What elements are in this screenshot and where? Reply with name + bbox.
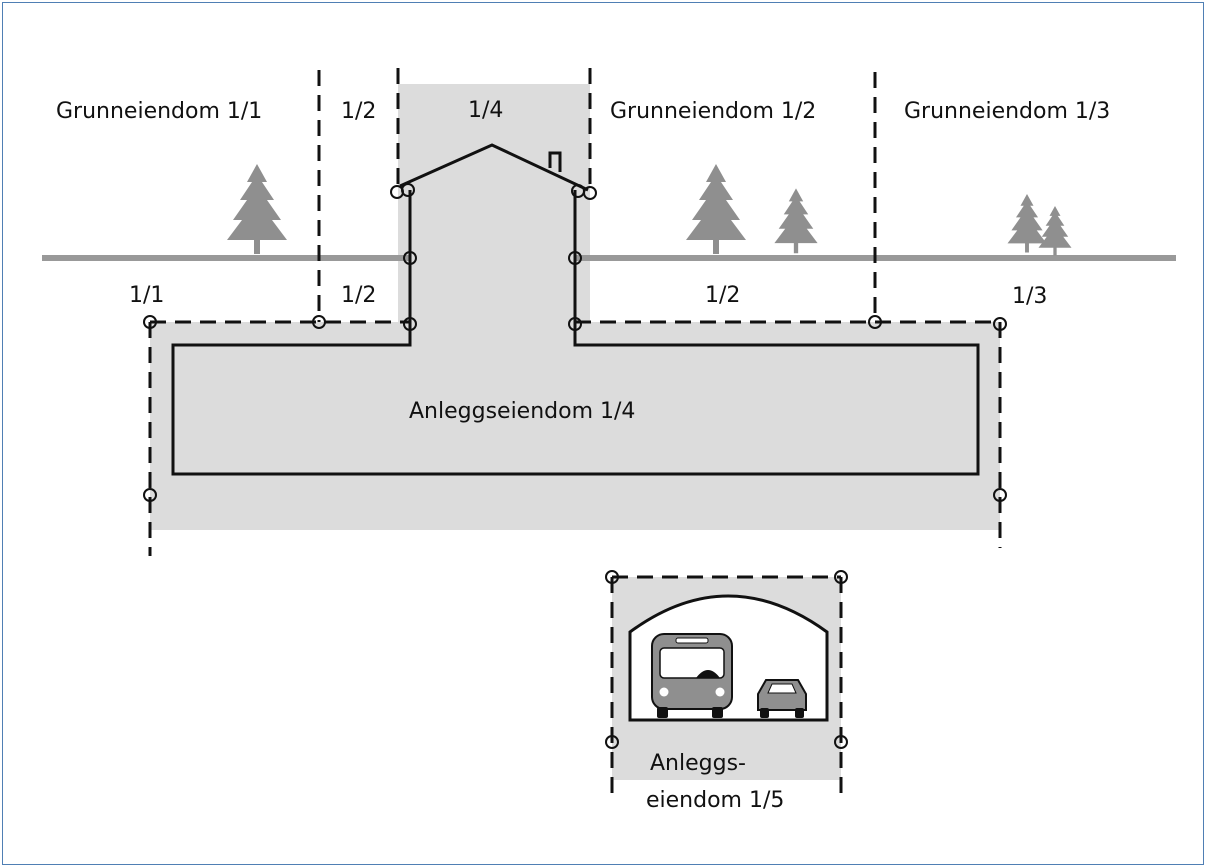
bus-icon	[651, 633, 733, 718]
boundary-markers	[143, 183, 1007, 749]
label-anleggseiendom-1-4: Anleggseiendom 1/4	[409, 399, 635, 424]
marker	[583, 186, 597, 200]
marker	[834, 570, 848, 584]
marker	[403, 251, 417, 265]
marker	[568, 317, 582, 331]
anleggseiendom-1-4-shade	[150, 322, 1000, 530]
marker	[993, 488, 1007, 502]
tree-icon	[774, 188, 818, 254]
marker	[605, 735, 619, 749]
marker	[868, 315, 882, 329]
label-ground-1-2-left: 1/2	[341, 283, 376, 308]
dashed-boundaries	[148, 68, 1002, 795]
label-grunneiendom-1-1: Grunneiendom 1/1	[56, 99, 262, 124]
marker	[993, 317, 1007, 331]
trees	[227, 164, 1072, 256]
label-ground-1-3: 1/3	[1012, 284, 1047, 309]
column-1-4-shade	[398, 84, 590, 326]
marker	[143, 315, 157, 329]
house-icon	[171, 143, 980, 476]
tree-icon	[686, 164, 746, 254]
shaded-areas	[150, 84, 1000, 780]
marker	[403, 317, 417, 331]
car-icon	[757, 679, 807, 718]
label-anleggs-line2: eiendom 1/5	[646, 788, 784, 813]
label-anleggs-line1: Anleggs-	[650, 751, 746, 776]
label-grunneiendom-1-3: Grunneiendom 1/3	[904, 99, 1110, 124]
label-ground-1-2-right: 1/2	[705, 283, 740, 308]
tree-icon	[1007, 194, 1047, 253]
building-outline	[171, 190, 980, 476]
marker	[834, 735, 848, 749]
marker	[605, 570, 619, 584]
marker	[401, 183, 415, 197]
marker	[568, 251, 582, 265]
label-top-1-4: 1/4	[468, 98, 503, 123]
label-ground-1-1: 1/1	[129, 283, 164, 308]
tree-icon	[1038, 206, 1072, 256]
labels: Grunneiendom 1/1 1/2 1/4 Grunneiendom 1/…	[56, 98, 1110, 813]
tree-icon	[227, 164, 287, 254]
label-grunneiendom-1-2: Grunneiendom 1/2	[610, 99, 816, 124]
chimney	[548, 151, 562, 172]
roof	[399, 143, 589, 192]
label-top-1-2: 1/2	[341, 99, 376, 124]
marker	[143, 488, 157, 502]
marker	[312, 315, 326, 329]
